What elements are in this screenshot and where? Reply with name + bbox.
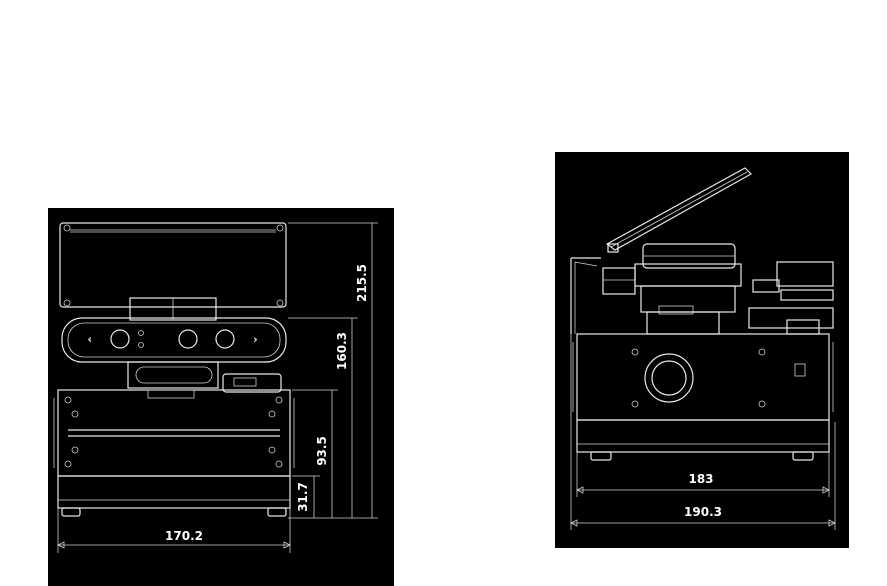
front-view-drawing: ‹ ›	[48, 208, 394, 586]
depth-camera: ‹ ›	[61, 317, 287, 363]
front-dimension-lines	[57, 222, 378, 553]
side-bracket	[570, 257, 601, 334]
dim-body-height: 93.5	[315, 436, 329, 466]
dim-front-width: 170.2	[165, 529, 203, 543]
side-dimension-lines	[570, 334, 836, 530]
dim-outer-width: 190.3	[684, 505, 722, 519]
camera-stack	[602, 243, 742, 335]
dim-total-height: 215.5	[355, 264, 369, 302]
dim-base-height: 31.7	[296, 482, 310, 512]
camera-neck	[127, 361, 282, 393]
side-base	[576, 419, 830, 461]
camera-mount	[129, 297, 217, 321]
side-view-drawing: 183 190.3	[555, 152, 849, 548]
svg-text:‹: ‹	[88, 335, 91, 344]
main-body	[53, 389, 295, 477]
side-view-svg: 183 190.3	[570, 167, 836, 530]
base	[57, 475, 291, 517]
dim-camera-height: 160.3	[335, 332, 349, 370]
display-panel	[59, 222, 287, 308]
side-main-body	[572, 333, 834, 421]
dim-inner-width: 183	[688, 472, 713, 486]
tilted-display	[605, 167, 752, 253]
svg-text:›: ›	[254, 335, 257, 344]
front-view-svg: ‹ ›	[53, 222, 378, 553]
right-attachments	[748, 261, 834, 335]
